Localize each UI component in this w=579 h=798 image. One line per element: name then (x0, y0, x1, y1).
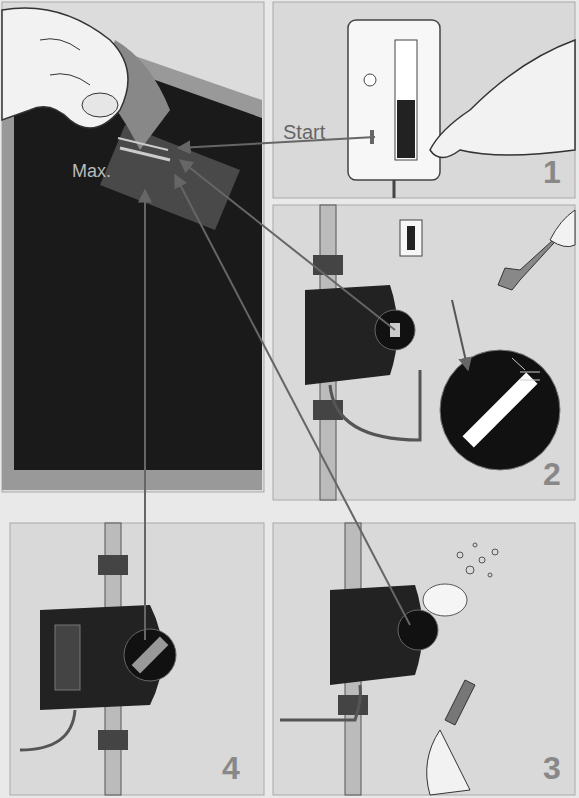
screw-plug (445, 680, 475, 725)
pump-head (398, 610, 438, 650)
hand-detail (40, 39, 90, 85)
leader-line (144, 190, 146, 640)
union-nut (338, 695, 368, 715)
callout-number: 1 (543, 156, 561, 188)
union-nut (313, 255, 343, 275)
panel (10, 523, 264, 795)
panel (273, 523, 575, 795)
switch-slot (395, 40, 417, 160)
dial-slot (463, 373, 538, 448)
dial-slot (100, 125, 240, 230)
callout-number: 3 (543, 752, 561, 784)
panel (273, 2, 575, 198)
vented-air (423, 584, 467, 616)
callout-number: 2 (543, 458, 561, 490)
pump-head (124, 629, 176, 681)
speed-switch (348, 20, 440, 180)
dial-scale (512, 358, 540, 380)
hand (430, 40, 575, 158)
hand (550, 210, 575, 247)
leader-line (452, 300, 468, 370)
step-label: Start (283, 122, 325, 142)
scale-label: Max. (72, 162, 111, 180)
hand (2, 8, 128, 128)
panel (273, 205, 575, 500)
union-nut (98, 555, 128, 575)
terminal-box (55, 625, 80, 690)
hand (427, 730, 470, 795)
cable (330, 370, 420, 440)
max-mark (120, 148, 170, 160)
union-nut (98, 730, 128, 750)
leader-line (175, 175, 410, 625)
thumb (82, 93, 118, 117)
callout-number: 4 (222, 752, 240, 784)
dial-detail (440, 350, 560, 470)
switch-slider (397, 100, 415, 158)
cable (393, 180, 396, 198)
switch-slider (407, 226, 415, 250)
leader-line (178, 137, 375, 148)
panel (2, 2, 264, 492)
dial-slot (132, 637, 169, 674)
indicator-lamp (364, 74, 376, 86)
cable (280, 685, 360, 720)
speed-switch (400, 220, 422, 256)
max-mark (118, 138, 168, 150)
cable (20, 710, 75, 750)
